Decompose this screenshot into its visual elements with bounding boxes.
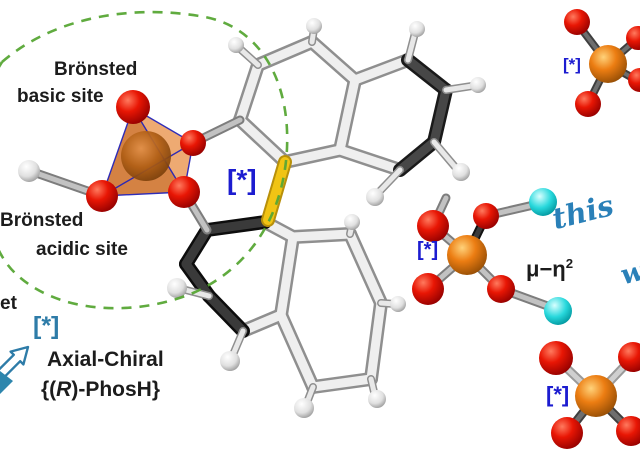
oxygen-atoms-tetrahedron — [86, 90, 206, 212]
label-bronsted-acidic-line2: acidic site — [36, 239, 128, 260]
phosphate-unit-bottom-right — [539, 341, 640, 449]
phosphorus-atom — [121, 131, 171, 181]
phosphate-unit-top-right — [564, 9, 640, 117]
label-axial-chiral-line2: {(R)-PhosH} — [41, 378, 161, 401]
phosphorus-atom — [589, 45, 627, 83]
axial-chiral-marker: [*] — [33, 312, 60, 340]
label-axial-chiral-line1: Axial-Chiral — [47, 348, 164, 371]
hydrogen-atoms-lower — [167, 214, 406, 418]
marker-phosphate-top-right: [*] — [563, 55, 581, 74]
phosphorus-atom — [447, 235, 487, 275]
label-R-configuration: R — [56, 378, 72, 401]
filled-arrow-fragment-icon — [0, 371, 13, 394]
chiral-pocket-dashed-ellipse — [0, 10, 289, 310]
chirality-marker-center: [*] — [227, 164, 257, 195]
label-bronsted-basic-line2: basic site — [17, 86, 104, 107]
phosphate-tetrahedron — [18, 90, 245, 235]
upper-naphthalene-ring — [228, 18, 486, 206]
acidic-hydrogen-atom — [529, 188, 557, 216]
marker-phosphate-bottom-right: [*] — [546, 382, 570, 407]
phosphate-unit-middle — [412, 188, 572, 325]
hollow-arrow-icon — [0, 345, 30, 384]
marker-phosphate-middle: [*] — [417, 239, 439, 261]
label-bronsted-acidic-line1: Brönsted — [0, 210, 84, 231]
hydrogen-atoms-upper — [228, 18, 486, 206]
phosphorus-atom — [575, 375, 617, 417]
hydroxyl-hydrogen-atom — [18, 160, 40, 182]
label-bronsted-basic-line1: Brönsted — [54, 59, 138, 80]
mu-eta-superscript: 2 — [565, 256, 574, 271]
label-mu-eta2: μ−η2 — [526, 256, 574, 282]
lower-naphthalene-ring — [167, 214, 406, 418]
acidic-hydrogen-atom — [544, 297, 572, 325]
axial-chiral-bond — [261, 155, 292, 227]
label-pocket-fragment: et — [0, 293, 17, 314]
